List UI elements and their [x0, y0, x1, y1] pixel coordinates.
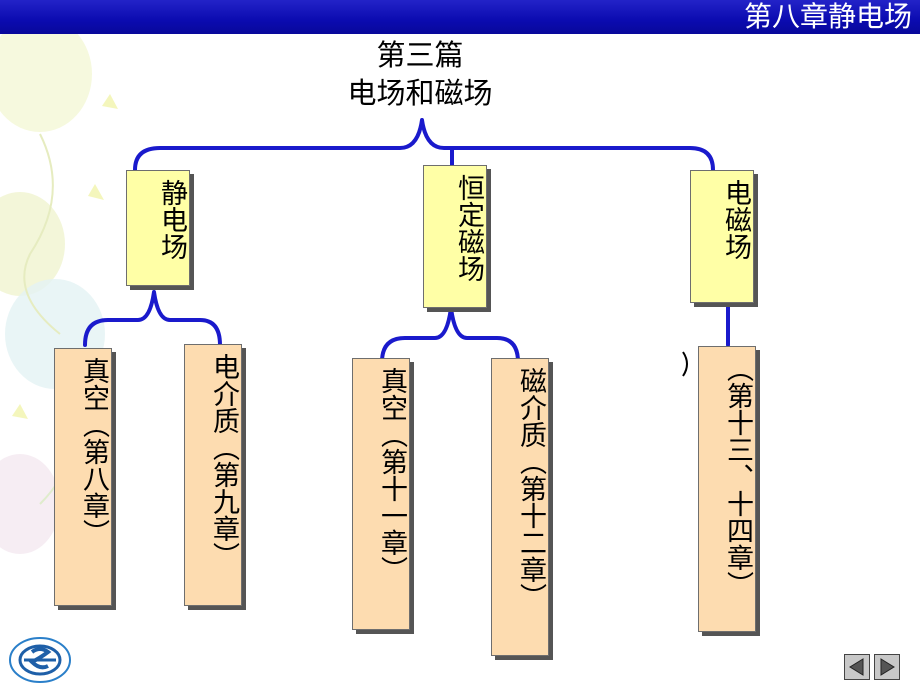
node-ch13-14: （第十三、十四章） [698, 346, 756, 632]
stray-parenthesis-mark [682, 351, 688, 377]
left-brace [83, 290, 222, 347]
node-label: 恒定磁场 [453, 174, 484, 282]
node-steady-magnetic-field: 恒定磁场 [423, 165, 487, 308]
diagram-title-line1: 第三篇 [376, 38, 464, 72]
top-brace [133, 118, 715, 172]
header-title: 第八章静电场 [743, 0, 912, 33]
university-logo [9, 637, 71, 683]
diagram-title-line2: 电场和磁场 [347, 76, 493, 110]
node-vacuum-ch11: 真空（第十一章） [352, 358, 410, 630]
node-vacuum-ch8: 真空（第八章） [54, 348, 112, 606]
middle-brace [380, 306, 520, 364]
diagram-title: 第三篇 电场和磁场 [320, 36, 520, 112]
node-electrostatic-field: 静电场 [126, 170, 190, 286]
node-label: 真空（第十一章） [376, 367, 407, 583]
next-slide-button[interactable] [874, 654, 900, 680]
node-label: 真空（第八章） [78, 357, 109, 546]
triangle-right-icon [880, 658, 895, 676]
triangle-left-icon [849, 658, 864, 676]
node-label: （第十三、十四章） [722, 355, 753, 598]
node-label: 磁介质（第十二章） [515, 367, 546, 610]
node-label: 静电场 [156, 179, 187, 260]
prev-slide-button[interactable] [844, 654, 870, 680]
header-bar: 第八章静电场 [0, 0, 920, 34]
node-label: 电磁场 [720, 179, 751, 260]
node-magnetic-medium-ch12: 磁介质（第十二章） [491, 358, 549, 656]
node-electromagnetic-field: 电磁场 [690, 170, 754, 303]
node-label: 电介质（第九章） [208, 353, 239, 569]
node-dielectric-ch9: 电介质（第九章） [184, 344, 242, 606]
